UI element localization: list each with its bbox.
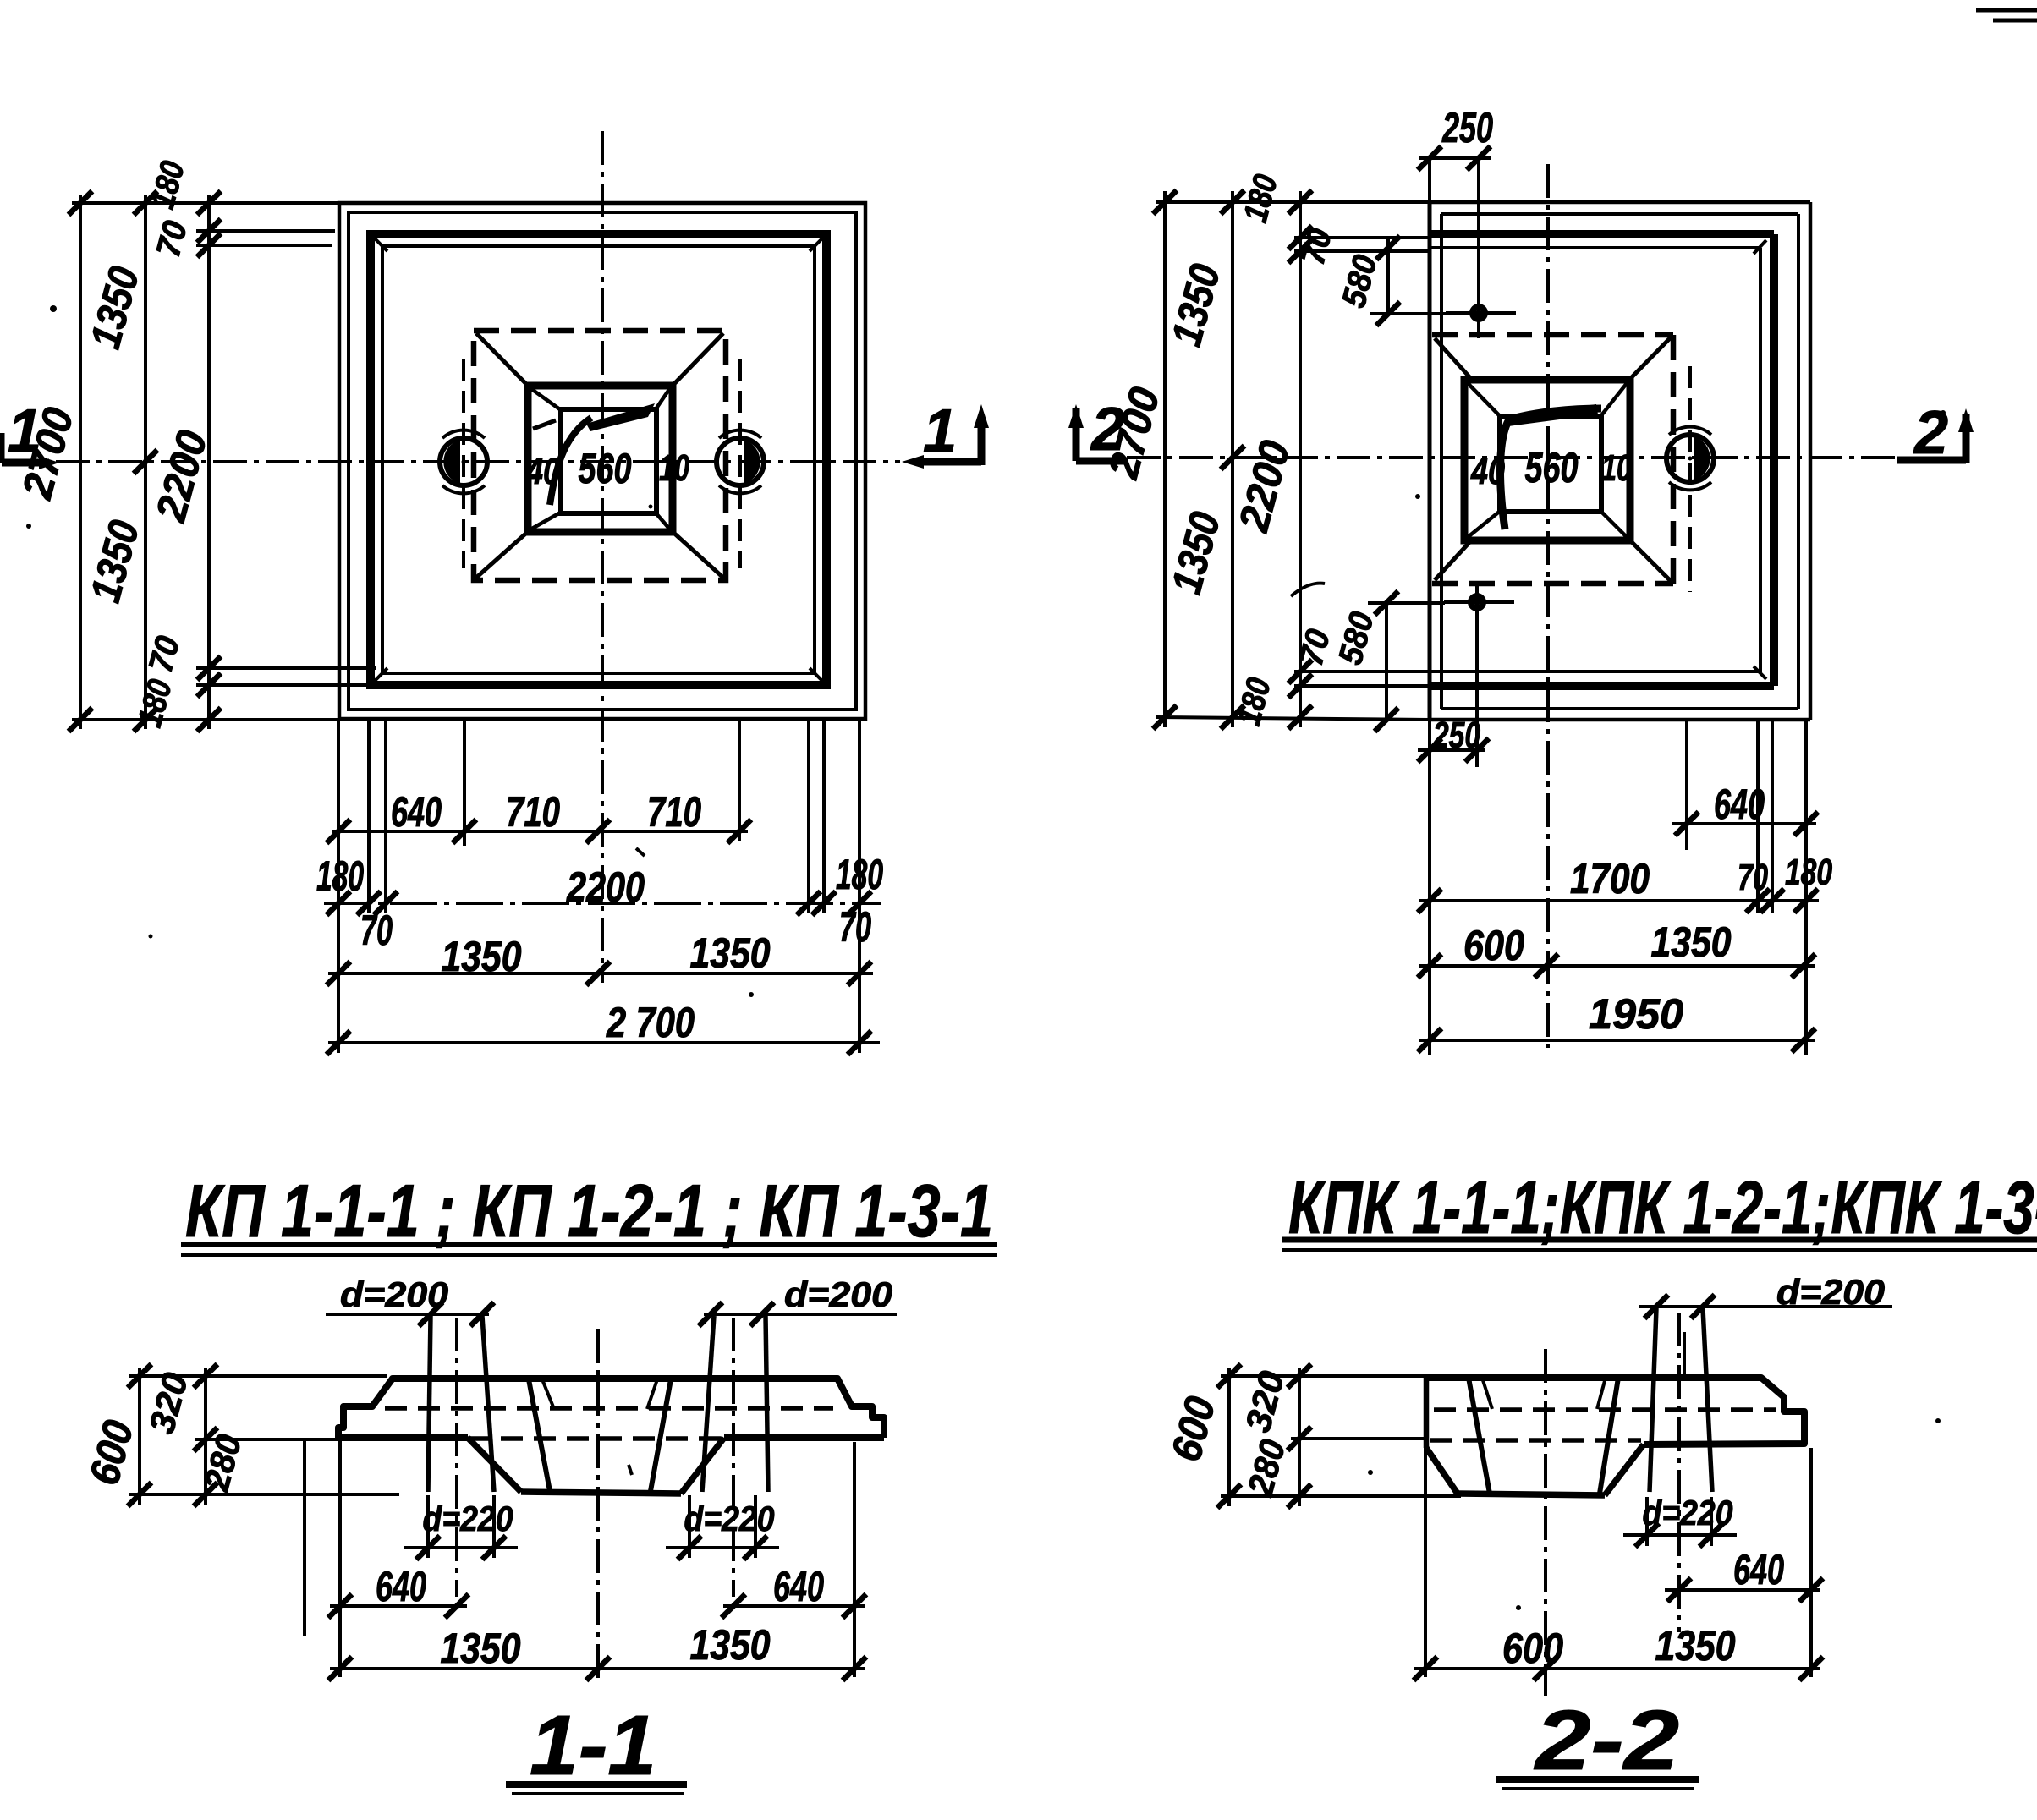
- svg-text:710: 710: [647, 788, 701, 836]
- svg-text:1350: 1350: [1162, 507, 1229, 598]
- svg-text:180: 180: [1785, 852, 1832, 893]
- svg-text:1: 1: [8, 397, 41, 465]
- svg-text:560: 560: [579, 445, 632, 492]
- svg-text:1350: 1350: [1651, 918, 1732, 966]
- svg-text:1350: 1350: [1655, 1622, 1736, 1669]
- svg-text:640: 640: [1714, 781, 1765, 828]
- svg-text:40: 40: [525, 451, 560, 492]
- svg-text:600: 600: [1502, 1625, 1563, 1672]
- svg-text:180: 180: [1230, 674, 1278, 729]
- svg-text:1350: 1350: [690, 929, 771, 977]
- svg-text:1350: 1350: [81, 261, 148, 353]
- svg-text:180: 180: [1237, 171, 1285, 226]
- svg-text:250: 250: [1441, 104, 1493, 151]
- svg-text:d=200: d=200: [784, 1275, 892, 1314]
- svg-text:640: 640: [376, 1563, 426, 1610]
- svg-text:d=220: d=220: [423, 1499, 513, 1538]
- svg-text:1350: 1350: [1162, 259, 1229, 350]
- svg-text:d=200: d=200: [340, 1275, 448, 1314]
- svg-text:70: 70: [839, 903, 871, 951]
- svg-text:2200: 2200: [566, 863, 645, 911]
- svg-text:40: 40: [1470, 451, 1505, 492]
- svg-text:70: 70: [360, 907, 393, 954]
- svg-text:1: 1: [923, 397, 957, 465]
- svg-text:70: 70: [1738, 857, 1768, 898]
- svg-text:1350: 1350: [81, 515, 148, 606]
- svg-text:2200: 2200: [146, 425, 216, 527]
- svg-text:640: 640: [773, 1563, 824, 1610]
- svg-text:280: 280: [1240, 1435, 1293, 1500]
- svg-text:580: 580: [1331, 608, 1381, 668]
- svg-text:320: 320: [141, 1368, 195, 1438]
- svg-text:2-2: 2-2: [1534, 1693, 1679, 1788]
- svg-text:КПК 1-1-1;КПК 1-2-1;КПК 1-3-1: КПК 1-1-1;КПК 1-2-1;КПК 1-3-1: [1288, 1165, 2037, 1249]
- svg-text:1-1: 1-1: [530, 1698, 656, 1793]
- svg-text:70: 70: [142, 633, 187, 677]
- svg-text:710: 710: [506, 788, 560, 836]
- svg-text:1350: 1350: [442, 933, 522, 980]
- svg-text:600: 600: [1463, 922, 1524, 969]
- svg-text:1350: 1350: [441, 1625, 521, 1672]
- svg-text:2: 2: [1090, 396, 1125, 463]
- svg-text:180: 180: [316, 852, 364, 900]
- svg-text:180: 180: [131, 676, 179, 731]
- svg-text:1350: 1350: [690, 1621, 771, 1669]
- svg-text:640: 640: [391, 788, 442, 836]
- svg-text:d=220: d=220: [1643, 1493, 1733, 1532]
- svg-text:d=220: d=220: [684, 1499, 775, 1538]
- svg-text:180: 180: [836, 851, 883, 898]
- svg-text:КП 1-1-1 ; КП 1-2-1 ; КП 1-3-: КП 1-1-1 ; КП 1-2-1 ; КП 1-3-1: [185, 1169, 993, 1253]
- svg-text:560: 560: [1525, 444, 1579, 491]
- svg-text:2: 2: [1913, 399, 1948, 467]
- svg-text:640: 640: [1733, 1546, 1784, 1593]
- svg-text:2 700: 2 700: [606, 999, 695, 1046]
- svg-text:1950: 1950: [1589, 990, 1683, 1038]
- svg-text:600: 600: [1162, 1391, 1225, 1466]
- svg-text:1700: 1700: [1570, 855, 1650, 902]
- svg-text:600: 600: [80, 1415, 143, 1489]
- svg-text:10: 10: [659, 447, 689, 489]
- svg-text:10: 10: [1601, 447, 1632, 489]
- svg-text:580: 580: [1335, 251, 1385, 311]
- svg-text:70: 70: [150, 217, 195, 261]
